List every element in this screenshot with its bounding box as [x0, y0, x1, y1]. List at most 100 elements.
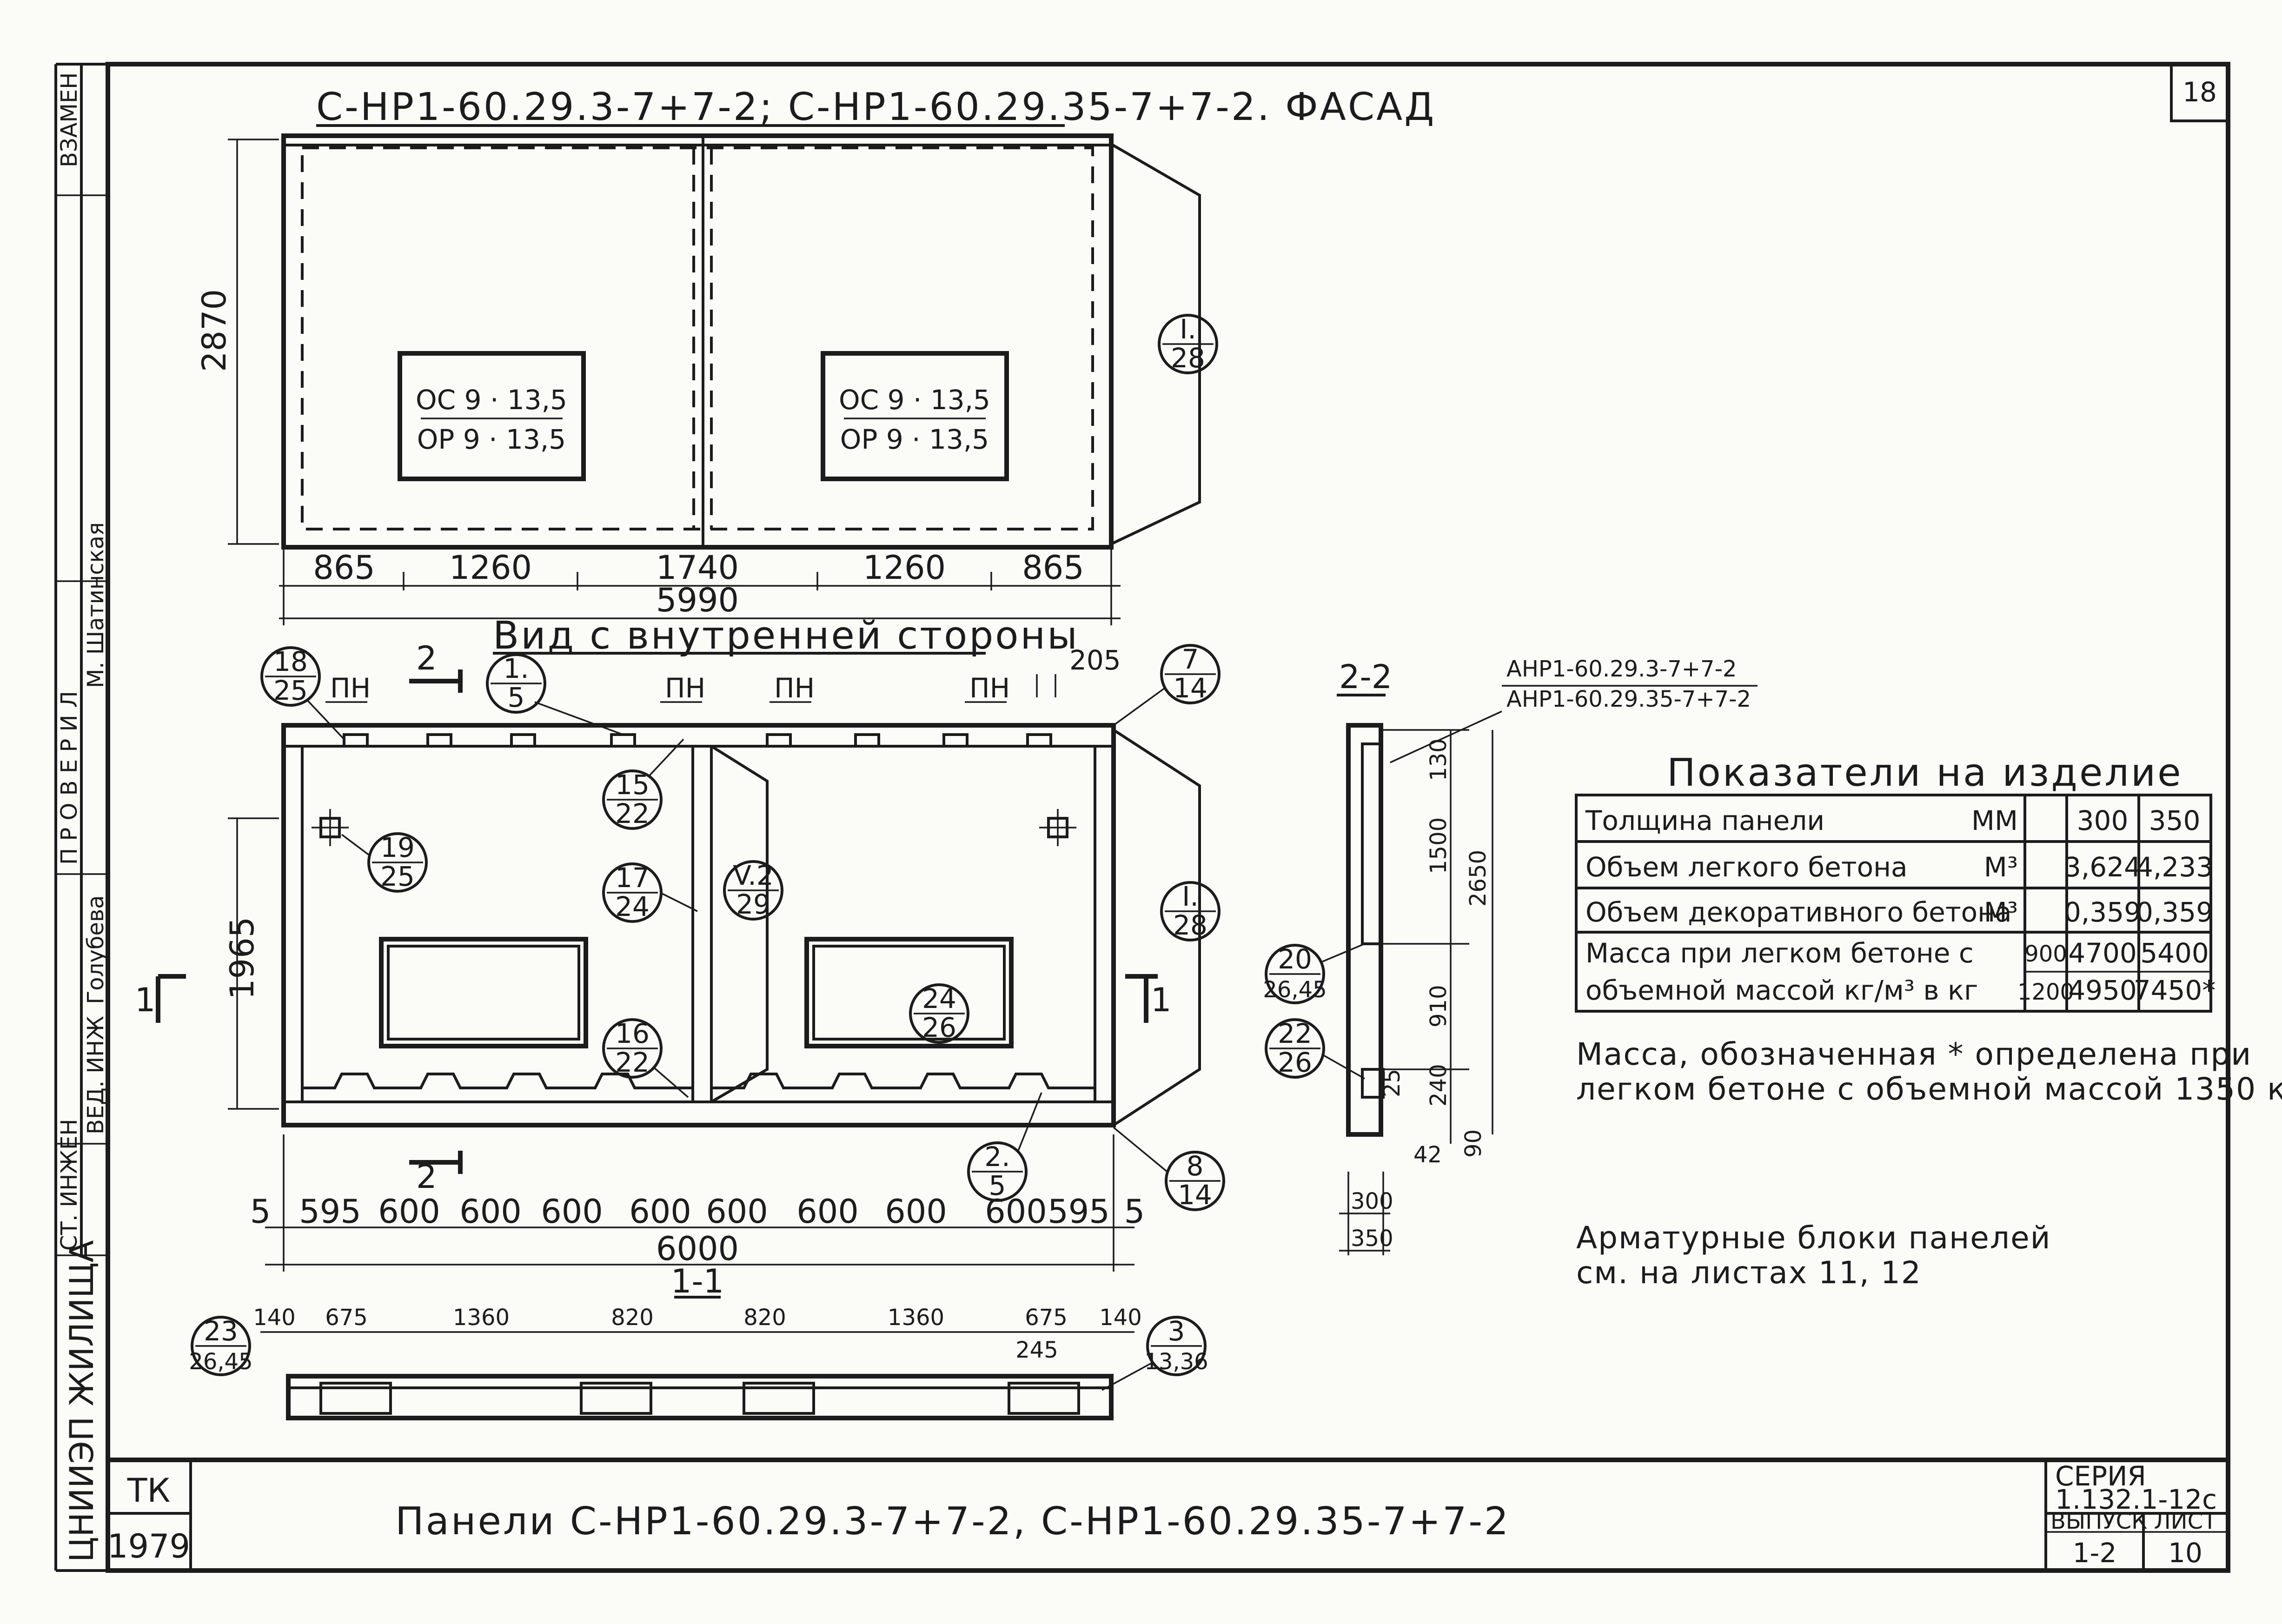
section-11-dim-1: 140	[253, 1305, 296, 1331]
callout-bottom: 29	[736, 888, 770, 920]
callout-2-5: 2. 5	[967, 1092, 1042, 1202]
table-row-3-b: 0,359	[2136, 896, 2213, 928]
callout-top: 18	[273, 646, 308, 677]
stamp-replace-label: ВЗАМЕН	[56, 73, 82, 167]
callout-top: 17	[615, 862, 650, 894]
title-code: ТК	[127, 1472, 170, 1510]
table-row-3-a: 0,359	[2064, 896, 2141, 928]
callout-18-25: 18 25	[260, 646, 345, 740]
facade-dim-2: 1260	[449, 549, 532, 587]
section-1-mark-right: 1	[1151, 981, 1172, 1019]
inner-dim-4: 600	[459, 1193, 522, 1231]
section-11-dim-2: 675	[325, 1305, 368, 1331]
sheet-frame	[106, 62, 2230, 1573]
section-11-dim-3: 1360	[453, 1305, 510, 1331]
callout-top: 2.	[984, 1141, 1010, 1173]
callout-top: 15	[615, 769, 650, 801]
callout-top: 16	[615, 1018, 650, 1049]
section-11-rib	[1008, 1382, 1080, 1415]
sheet-number: 18	[2182, 76, 2217, 108]
section-22-dim-910: 910	[1426, 985, 1452, 1027]
callout-24-26: 24 26	[909, 983, 969, 1044]
stamp-role-2: СТ. ИНЖЕН	[56, 1119, 82, 1251]
inner-bottom-slots-left	[302, 1073, 693, 1089]
table-row-4-b2: 7450*	[2134, 974, 2216, 1006]
section-22-dim-2650: 2650	[1465, 850, 1491, 907]
section-22-block	[1361, 742, 1382, 945]
section-22-dim-350: 350	[1351, 1226, 1393, 1252]
section-22-dim-300: 300	[1351, 1188, 1393, 1214]
callout-top: 24	[922, 983, 956, 1014]
section-22-dim-42: 42	[1413, 1142, 1442, 1168]
inner-dim-6: 600	[629, 1193, 691, 1231]
table-row-2-a: 3,624	[2064, 851, 2141, 883]
section-22-foot	[1361, 1068, 1385, 1099]
callout-16-22: 16 22	[602, 1018, 689, 1098]
stamp-check-label: П Р О В Е Р И Л	[56, 691, 82, 865]
callout-i-28-inner: I. 28	[1113, 729, 1221, 1127]
callout-v2-29: V.2 29	[723, 860, 783, 921]
window-right-label-bottom: ОР 9 · 13,5	[840, 424, 989, 455]
callout-top: 7	[1182, 643, 1199, 675]
series-label: СЕРИЯ	[2055, 1460, 2146, 1492]
callout-bottom: 26	[1278, 1047, 1312, 1078]
inner-dim-7: 600	[706, 1193, 768, 1231]
section-11-title: 1-1	[671, 1262, 724, 1300]
facade-window-right	[821, 351, 1009, 481]
callout-bottom: 14	[1178, 1179, 1212, 1211]
section-22-dim-240: 240	[1426, 1064, 1452, 1107]
facade-callout-bottom: 28	[1171, 342, 1205, 374]
title-main: Панели С-НР1-60.29.3-7+7-2, С-НР1-60.29.…	[395, 1499, 1510, 1544]
section-11-dim-4: 820	[611, 1305, 654, 1331]
inner-window-right	[804, 937, 1014, 1048]
table-row-4-density-1: 900	[2024, 941, 2067, 967]
table-row-1-unit: ММ	[1971, 805, 2018, 836]
callout-bottom: 26,45	[1263, 977, 1327, 1003]
window-left-label-top: ОС 9 · 13,5	[416, 384, 567, 416]
sheet-value: 10	[2168, 1537, 2202, 1569]
table-row-1-a: 300	[2077, 805, 2129, 836]
callout-bottom: 24	[615, 891, 650, 922]
callout-23-2645: 23 26,45	[189, 1315, 253, 1376]
section-11-dim-5: 820	[743, 1305, 786, 1331]
callout-bottom: 26,45	[189, 1349, 252, 1375]
inner-window-left-frame	[387, 945, 580, 1041]
inner-anchor	[610, 733, 636, 746]
table-row-1-b: 350	[2149, 805, 2201, 836]
facade-dim-4: 1260	[863, 549, 946, 587]
pn-label: ПН	[665, 672, 705, 704]
callout-bottom: 22	[615, 798, 650, 829]
inner-dim-3: 600	[378, 1193, 440, 1231]
section-11-dim-6: 1360	[888, 1305, 944, 1331]
table-title: Показатели на изделие	[1667, 751, 2183, 795]
inner-dim-8: 600	[796, 1193, 859, 1231]
facade-total-dim: 5990	[656, 581, 739, 619]
table-row-4-name-1: Масса при легком бетоне с	[1585, 937, 1974, 969]
callout-bottom: 5	[508, 682, 525, 713]
table-row-4-density-2: 1200	[2017, 979, 2074, 1005]
callout-top: V.2	[733, 860, 774, 891]
callout-17-24: 17 24	[602, 862, 698, 923]
inner-window-right-frame	[812, 945, 1006, 1041]
section-22-dim-25: 25	[1379, 1069, 1405, 1097]
inner-dim-2: 595	[299, 1193, 361, 1231]
title-year: 1979	[107, 1527, 190, 1565]
series-value: 1.132.1-12с	[2055, 1484, 2217, 1515]
inner-anchor	[343, 733, 369, 746]
facade-callout-top: I.	[1180, 313, 1196, 345]
callout-top: I.	[1182, 881, 1199, 912]
mass-note-line-1: Масса, обозначенная * определена при	[1576, 1036, 2252, 1072]
inner-window-left	[379, 937, 588, 1048]
inner-dim-5: 600	[541, 1193, 603, 1231]
callout-22-26: 22 26	[1265, 1018, 1365, 1080]
callout-8-14: 8 14	[1113, 1127, 1225, 1211]
facade-callout-leader	[1110, 143, 1201, 545]
pn-label: ПН	[969, 672, 1010, 704]
callout-bottom: 13,36	[1144, 1349, 1208, 1375]
inner-anchor	[510, 733, 536, 746]
inner-bottom-slots-right	[711, 1073, 1095, 1089]
callout-19-25: 19 25	[341, 832, 428, 893]
callout-bottom: 25	[380, 861, 415, 892]
window-left-label-bottom: ОР 9 · 13,5	[417, 424, 566, 455]
